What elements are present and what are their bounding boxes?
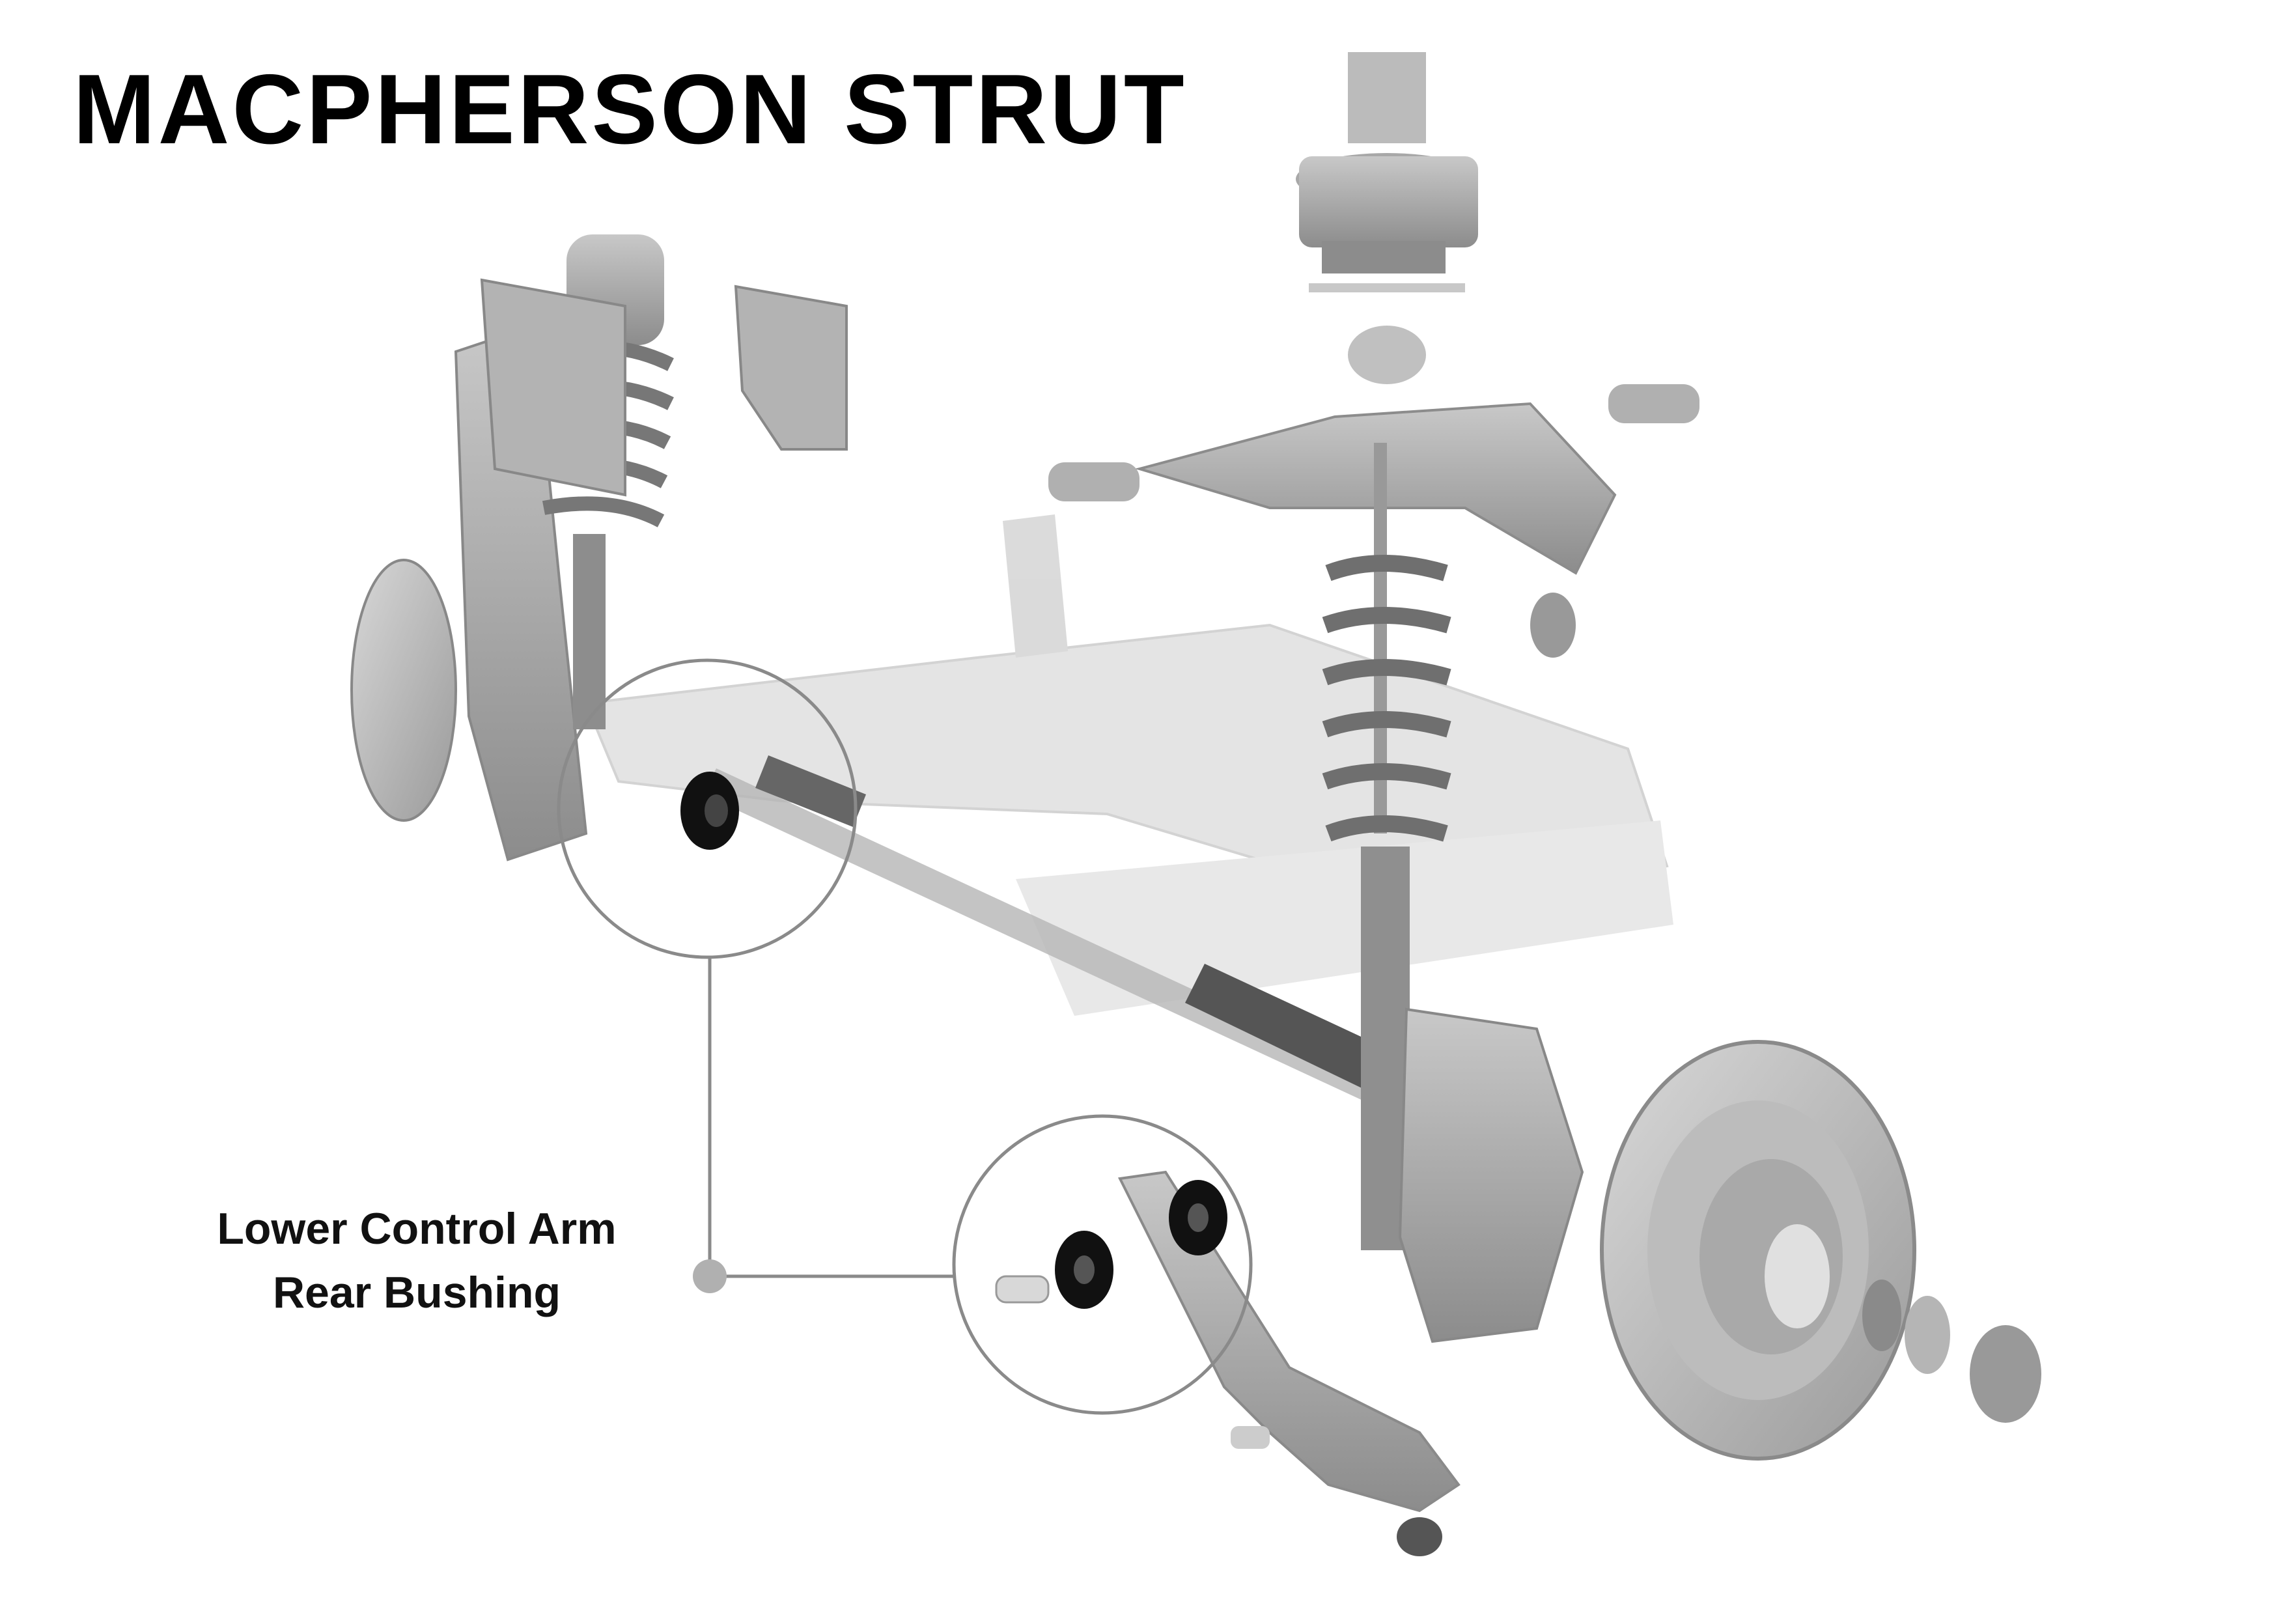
- brake-disc: [1600, 1040, 2041, 1461]
- callout-circle-exploded: [952, 1114, 1253, 1415]
- top-mount-exploded: [1296, 52, 1478, 384]
- lower-control-arm: [1117, 1170, 1461, 1556]
- callout: [557, 658, 1253, 1415]
- steering-rack: [703, 755, 1530, 1172]
- callout-dot: [693, 1259, 727, 1293]
- callout-circle-installed: [557, 658, 858, 959]
- right-strut-assembly: [1322, 443, 1584, 1343]
- callout-label-line-2: Rear Bushing: [272, 1268, 561, 1317]
- subframe: [584, 514, 1673, 1016]
- bushing-exploded: [995, 1180, 1227, 1309]
- page-title: MACPHERSON STRUT: [73, 54, 1187, 165]
- callout-leader-line: [708, 957, 956, 1278]
- bushing-installed: [680, 772, 739, 850]
- left-strut-assembly: [350, 234, 848, 861]
- callout-label-line-1: Lower Control Arm: [217, 1204, 617, 1253]
